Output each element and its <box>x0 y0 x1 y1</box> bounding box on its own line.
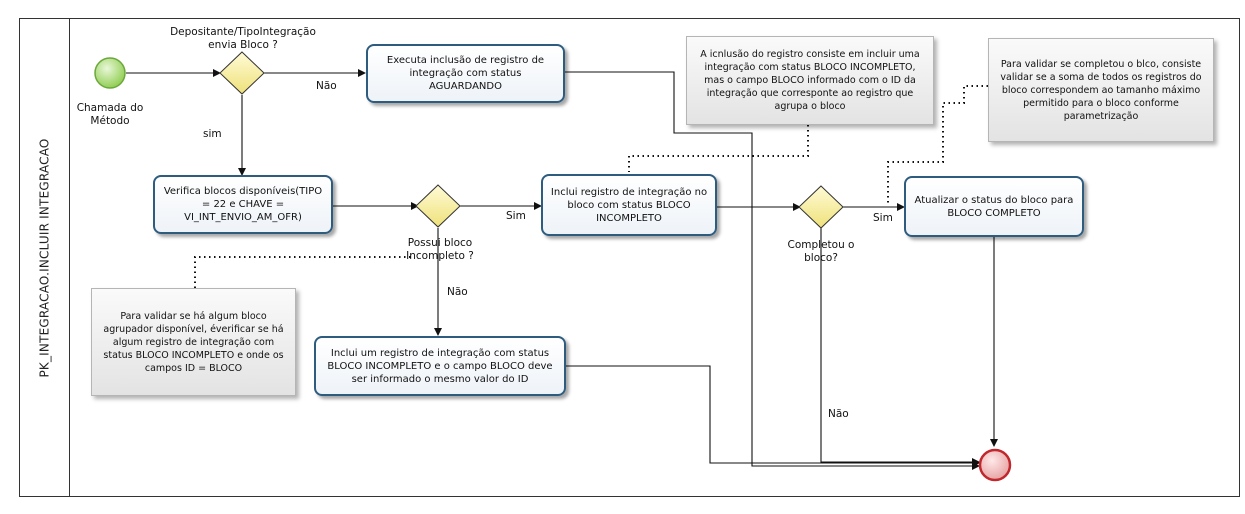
flow-gateway3-end <box>820 228 980 466</box>
task-inclui-um-registro[interactable]: Inclui um registro de integração com sta… <box>314 336 566 396</box>
gateway-completou <box>798 185 844 229</box>
pool-label-strip <box>19 18 70 497</box>
sequence-flows <box>126 69 998 470</box>
note-inclusao-registro: A icnlusão do registro consiste em inclu… <box>686 36 934 125</box>
gateway-possui-bloco <box>415 184 461 228</box>
note-validar-completou: Para validar se completou o blco, consis… <box>988 38 1214 142</box>
assoc-note-validar-completo <box>887 85 988 205</box>
task-verifica-blocos[interactable]: Verifica blocos disponíveis(TIPO = 22 e … <box>153 175 333 234</box>
gateway-completou-no-label: Não <box>828 408 849 420</box>
gateway-envia-bloco-no-label: Não <box>316 80 337 92</box>
gateway-envia-bloco-yes-label: sim <box>203 128 222 140</box>
end-event <box>978 448 1012 482</box>
gateway-possui-bloco-yes-label: Sim <box>506 210 526 222</box>
task-inclui-registro[interactable]: Inclui registro de integração no bloco c… <box>541 174 717 236</box>
assoc-note-validar-bloco <box>194 256 412 288</box>
flow-executa-end <box>565 71 980 470</box>
assoc-note-inclusao <box>628 125 809 172</box>
pool <box>19 18 1240 497</box>
start-event <box>94 57 126 89</box>
note-validar-bloco-disponivel: Para validar se há algum bloco agrupador… <box>91 288 296 396</box>
associations <box>194 85 988 288</box>
gateway-completou-yes-label: Sim <box>873 212 893 224</box>
gateway-envia-bloco <box>219 51 265 95</box>
gateway-possui-bloco-no-label: Não <box>447 286 468 298</box>
task-atualizar-status[interactable]: Atualizar o status do bloco para BLOCO C… <box>904 176 1084 237</box>
flow-incluium-end <box>566 365 980 467</box>
task-executa-inclusao[interactable]: Executa inclusão de registro de integraç… <box>366 44 565 103</box>
